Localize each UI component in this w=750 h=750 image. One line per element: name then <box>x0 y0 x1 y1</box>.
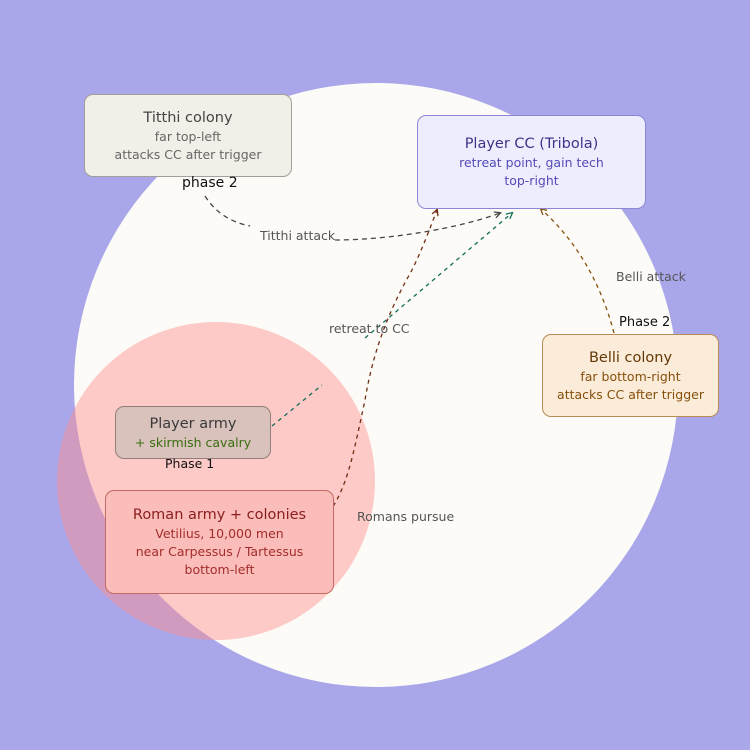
roman-army-line: Vetilius, 10,000 men <box>155 526 284 541</box>
titthi-colony-title: Titthi colony <box>143 109 233 126</box>
edge-label-belli-attack: Belli attack <box>616 269 686 284</box>
player-cc-title: Player CC (Tribola) <box>464 136 599 152</box>
belli-colony-line: attacks CC after trigger <box>557 386 704 402</box>
edge-label-titthi-attack: Titthi attack <box>260 228 336 243</box>
player-army-node: Player army + skirmish cavalry <box>115 406 271 459</box>
roman-army-title: Roman army + colonies <box>132 507 307 523</box>
roman-army-line: bottom-left <box>184 562 255 577</box>
player-cc-line: top-right <box>504 173 559 188</box>
edge-belli-attack <box>541 209 615 334</box>
belli-colony-title: Belli colony <box>588 349 673 366</box>
edge-retreat-1 <box>271 384 323 427</box>
edge-titthi-attack-1 <box>204 195 251 227</box>
roman-army-node: Roman army + colonies Vetilius, 10,000 m… <box>105 490 334 594</box>
edge-retreat-2 <box>364 213 512 339</box>
edge-romans-pursue <box>312 210 437 532</box>
player-army-title: Player army <box>149 415 237 432</box>
phase-label-titthi: phase 2 <box>182 175 238 191</box>
titthi-colony-node: Titthi colony far top-left attacks CC af… <box>84 94 292 177</box>
titthi-colony-line: attacks CC after trigger <box>114 146 262 162</box>
player-cc-line: retreat point, gain tech <box>459 155 604 170</box>
phase-label-belli: Phase 2 <box>619 315 671 330</box>
edge-label-romans-pursue: Romans pursue <box>357 509 455 524</box>
roman-army-line: near Carpessus / Tartessus <box>135 544 304 559</box>
edge-label-retreat: retreat to CC <box>329 321 410 336</box>
phase-label-player: Phase 1 <box>165 456 215 471</box>
player-cc-node: Player CC (Tribola) retreat point, gain … <box>417 115 646 209</box>
player-army-line: + skirmish cavalry <box>134 434 252 450</box>
titthi-colony-line: far top-left <box>154 128 222 144</box>
belli-colony-node: Belli colony far bottom-right attacks CC… <box>542 334 719 417</box>
edge-titthi-attack-2 <box>334 213 500 241</box>
belli-colony-line: far bottom-right <box>580 368 681 384</box>
